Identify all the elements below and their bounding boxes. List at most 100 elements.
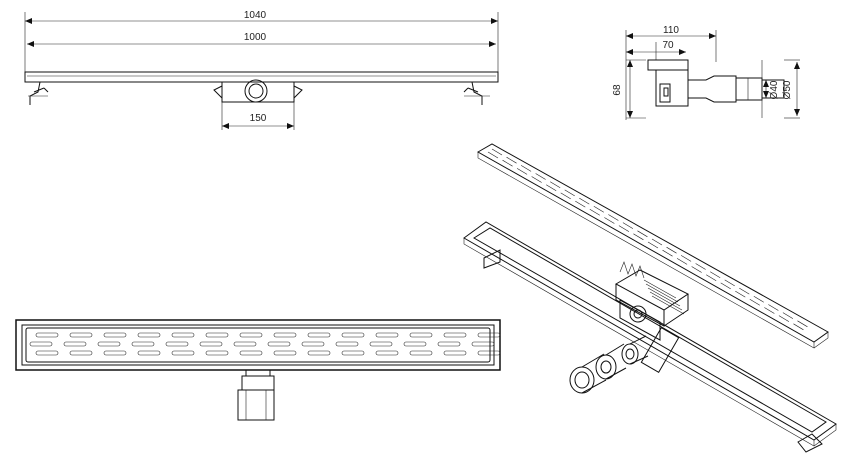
dimension-68: 68 (612, 59, 646, 119)
iso-grate-slot (662, 249, 673, 257)
channel-profile (24, 71, 499, 83)
dimension-diameter-50: Ø50 (782, 62, 800, 116)
dimension-1000: 1000 (27, 32, 496, 47)
iso-grate-slot (516, 168, 528, 175)
iso-grate-slot (491, 148, 503, 156)
dimension-110: 110 (626, 25, 716, 39)
dimension-70: 70 (626, 40, 686, 55)
dimension-label-150: 150 (250, 113, 267, 124)
grate-slot (341, 350, 365, 356)
iso-grate-slot (768, 304, 779, 311)
iso-grate (476, 143, 829, 343)
grate-slot (341, 332, 365, 338)
iso-grate-slot (647, 241, 659, 249)
iso-channel (463, 221, 837, 441)
grate-slot (335, 341, 359, 347)
plan-view (15, 319, 501, 421)
front-elevation-view: 1040 1000 150 (24, 10, 499, 130)
dimension-label-68: 68 (612, 84, 623, 96)
iso-grate-slot (506, 156, 517, 164)
grate-slot (29, 341, 53, 347)
iso-grate-slot (633, 233, 644, 241)
grate-slot (477, 332, 501, 338)
grate-slot (165, 341, 189, 347)
plan-frame-inner (21, 324, 495, 366)
grate-slot (369, 341, 393, 347)
grate-slot (375, 350, 399, 356)
grate-slot (137, 350, 161, 356)
iso-grate-slot (575, 200, 586, 208)
grate-slot (409, 332, 433, 338)
iso-grate-slot (710, 271, 721, 278)
iso-grate-slot (778, 315, 790, 322)
iso-grate-slot (753, 296, 764, 303)
iso-grate-slot (676, 258, 688, 265)
grate-slot (443, 350, 467, 356)
iso-grate-slot (706, 274, 717, 281)
grate-slot (477, 350, 501, 356)
grate-slot (137, 332, 161, 338)
dimension-diameter-40: Ø40 (763, 80, 780, 99)
iso-outlet-sump (640, 326, 680, 374)
iso-outlet-pipe (569, 335, 649, 394)
iso-grate-slot (782, 312, 794, 319)
dimension-label-110: 110 (663, 25, 679, 36)
side-outlet-pipe (687, 75, 737, 103)
dimension-label-d50: Ø50 (782, 80, 793, 99)
outlet-circle-inner (248, 83, 264, 99)
grate-slot (375, 332, 399, 338)
grate-slot (471, 341, 495, 347)
iso-foot-right (797, 433, 823, 453)
grate-slot (131, 341, 155, 347)
grate-slot (69, 332, 93, 338)
grate-slot (171, 332, 195, 338)
grate-slot (443, 332, 467, 338)
iso-grate-slot (618, 225, 630, 232)
grate-slot (103, 350, 127, 356)
side-outlet-box (655, 69, 689, 107)
iso-grate-slot (739, 287, 750, 295)
iso-grate-slot (589, 209, 600, 216)
grate-slot (437, 341, 461, 347)
grate-slot (199, 341, 223, 347)
iso-grate-slot (622, 222, 634, 229)
grate-slot (273, 350, 297, 356)
iso-grate-slot (535, 173, 546, 180)
iso-foot-left (483, 249, 501, 269)
grate-slot (233, 341, 257, 347)
iso-grate-slot (546, 184, 557, 191)
grate-plate (25, 327, 491, 363)
grate-slot (63, 341, 87, 347)
iso-grate-slot (608, 214, 619, 221)
grate-slot (239, 350, 263, 356)
plan-outlet-pipe (237, 389, 275, 421)
iso-grate-slot (560, 192, 571, 200)
iso-grate-slot (531, 176, 542, 183)
dimension-label-overall: 1040 (244, 10, 267, 21)
isometric-exploded-view (463, 143, 837, 453)
grate-slot (409, 350, 433, 356)
dimension-label-70: 70 (662, 40, 674, 51)
grate-slot (307, 350, 331, 356)
right-foot (463, 81, 483, 105)
grate-slots (29, 332, 501, 356)
grate-slot (97, 341, 121, 347)
grate-slot (403, 341, 427, 347)
grate-slot (171, 350, 195, 356)
iso-grate-slot (502, 159, 513, 167)
iso-grate-slots (487, 148, 808, 331)
outlet-circle-outer (244, 79, 268, 103)
iso-grate-slot (680, 255, 692, 262)
iso-grate-slot (724, 279, 735, 287)
iso-grate-slot (550, 181, 561, 188)
iso-grate-slot (487, 151, 499, 159)
iso-grate-slot (604, 217, 615, 224)
iso-grate-slot (720, 282, 731, 290)
iso-grate-slot (749, 299, 760, 306)
dimension-1040: 1040 (25, 10, 498, 24)
iso-grate-slot (764, 307, 775, 314)
dimension-label-d40: Ø40 (769, 80, 780, 99)
iso-grate-slot (666, 246, 677, 254)
grate-slot (273, 332, 297, 338)
